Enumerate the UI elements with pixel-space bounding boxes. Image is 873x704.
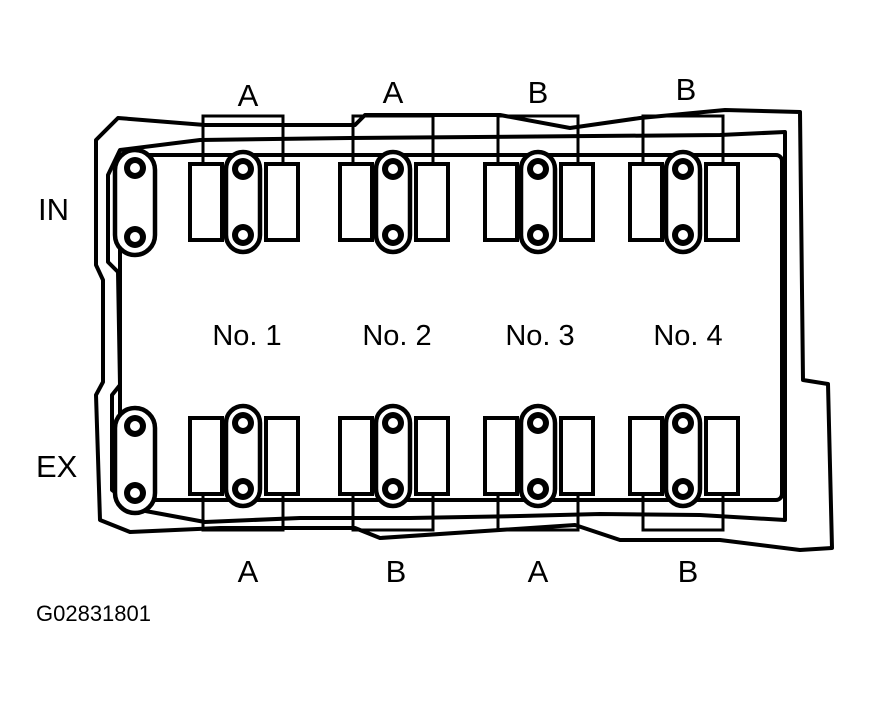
- cylinder-label-4: No. 4: [653, 320, 722, 352]
- exhaust-pad-left: [188, 416, 224, 496]
- head-outline-outer: [94, 108, 834, 552]
- intake-mark-bracket: [496, 114, 580, 162]
- exhaust-bearing-cap: [663, 403, 703, 509]
- intake-mark-bracket: [351, 114, 435, 162]
- bolt-hole-icon: [388, 484, 398, 494]
- gasket-rectangle: [118, 153, 784, 502]
- intake-pad-left: [338, 162, 374, 242]
- bolt-hole-icon: [130, 421, 140, 431]
- intake-bearing-cap: [663, 149, 703, 255]
- exhaust-mark-2: B: [386, 554, 407, 589]
- bolt-hole-icon: [388, 164, 398, 174]
- end-cap-intake: [112, 147, 158, 258]
- exhaust-pad-right: [264, 416, 300, 496]
- exhaust-bearing-cap: [518, 403, 558, 509]
- bolt-hole-icon: [238, 230, 248, 240]
- exhaust-bearing-row: [188, 403, 740, 532]
- exhaust-mark-bracket: [496, 496, 580, 532]
- intake-pad-left: [188, 162, 224, 242]
- bolt-hole-icon: [388, 230, 398, 240]
- bolt-hole-icon: [533, 484, 543, 494]
- bolt-hole-icon: [533, 230, 543, 240]
- exhaust-pad-left: [338, 416, 374, 496]
- bolt-hole-icon: [130, 232, 140, 242]
- bolt-hole-icon: [678, 418, 688, 428]
- bolt-hole-icon: [238, 164, 248, 174]
- intake-bearing-cap: [518, 149, 558, 255]
- intake-mark-1: A: [238, 78, 259, 113]
- intake-bearing-cap: [223, 149, 263, 255]
- intake-pad-left: [483, 162, 519, 242]
- intake-mark-2: A: [383, 75, 404, 110]
- exhaust-pad-right: [559, 416, 595, 496]
- bolt-hole-icon: [533, 418, 543, 428]
- bolt-hole-icon: [678, 230, 688, 240]
- bolt-hole-icon: [388, 418, 398, 428]
- intake-mark-3: B: [528, 75, 549, 110]
- bolt-hole-icon: [533, 164, 543, 174]
- exhaust-label: EX: [36, 449, 78, 484]
- bolt-hole-icon: [130, 163, 140, 173]
- intake-bearing-row: [188, 114, 740, 255]
- cylinder-label-3: No. 3: [505, 320, 574, 352]
- intake-mark-4: B: [676, 72, 697, 107]
- exhaust-bearing-cap: [223, 403, 263, 509]
- bolt-hole-icon: [238, 484, 248, 494]
- exhaust-pad-left: [628, 416, 664, 496]
- intake-mark-bracket: [201, 114, 285, 162]
- end-cap-exhaust: [112, 405, 158, 516]
- exhaust-mark-1: A: [238, 554, 259, 589]
- intake-pad-left: [628, 162, 664, 242]
- exhaust-pad-left: [483, 416, 519, 496]
- bolt-hole-icon: [130, 488, 140, 498]
- cylinder-label-2: No. 2: [362, 320, 431, 352]
- bolt-hole-icon: [238, 418, 248, 428]
- intake-pad-right: [264, 162, 300, 242]
- exhaust-mark-4: B: [678, 554, 699, 589]
- exhaust-mark-bracket: [641, 496, 725, 532]
- intake-pad-right: [704, 162, 740, 242]
- cylinder-label-1: No. 1: [212, 320, 281, 352]
- exhaust-bearing-cap: [373, 403, 413, 509]
- exhaust-pad-right: [414, 416, 450, 496]
- bolt-hole-icon: [678, 484, 688, 494]
- exhaust-pad-right: [704, 416, 740, 496]
- bolt-hole-icon: [678, 164, 688, 174]
- intake-pad-right: [559, 162, 595, 242]
- intake-pad-right: [414, 162, 450, 242]
- intake-mark-bracket: [641, 114, 725, 162]
- figure-code: G02831801: [36, 601, 151, 626]
- intake-label: IN: [38, 192, 69, 227]
- exhaust-mark-bracket: [201, 496, 285, 532]
- exhaust-mark-bracket: [351, 496, 435, 532]
- exhaust-mark-3: A: [528, 554, 549, 589]
- intake-bearing-cap: [373, 149, 413, 255]
